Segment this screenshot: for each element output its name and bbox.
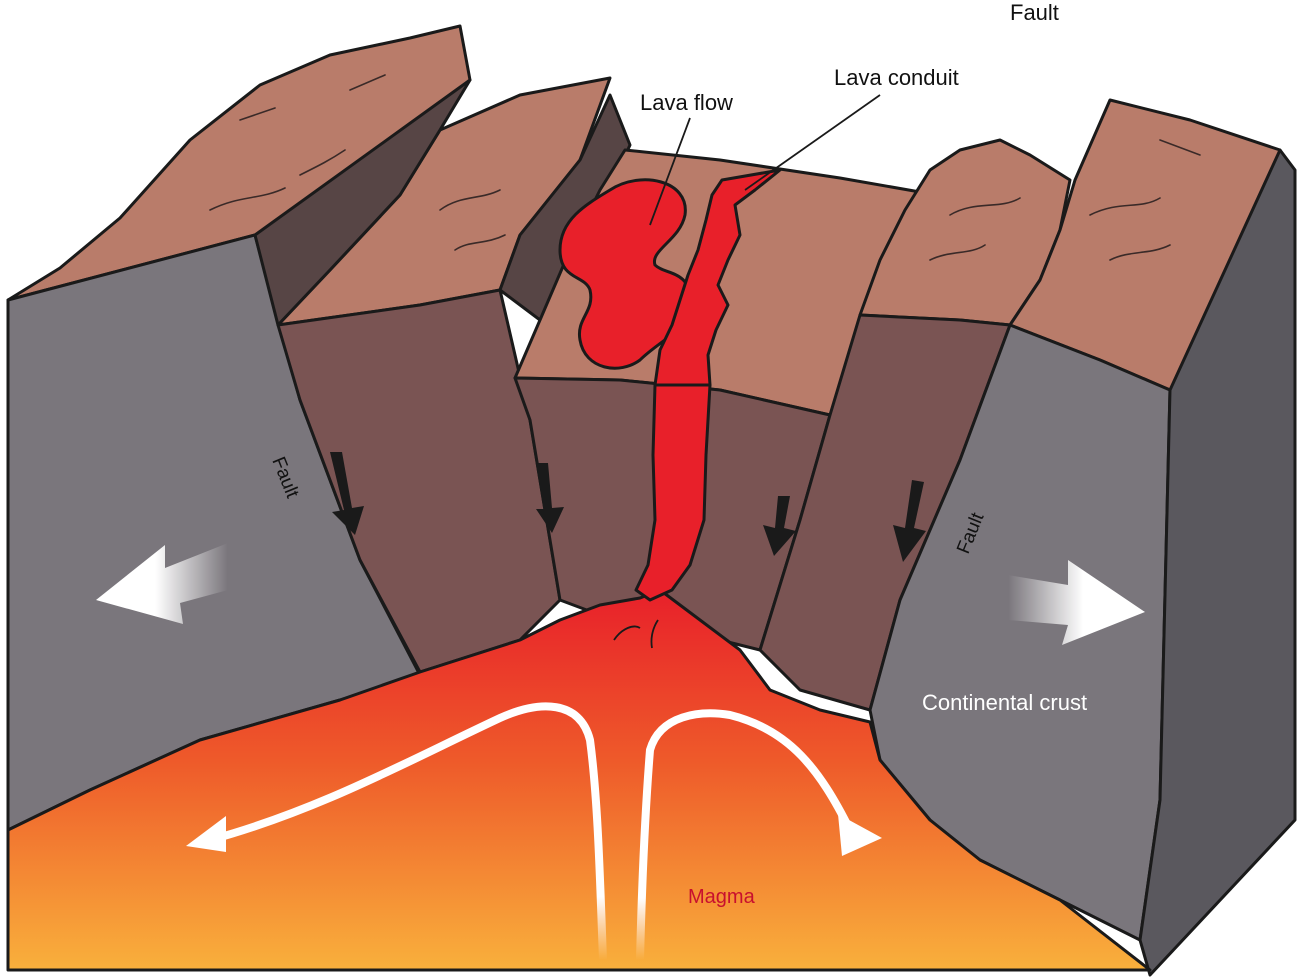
convection-arrow-icon [636,709,854,964]
label-magma: Magma [688,886,756,908]
label-continental-crust: Continental crust [922,690,1087,715]
small-arrows [613,619,659,649]
convection-arrow-icon [206,702,607,964]
label-lava-conduit: Lava conduit [834,65,959,90]
arrow-down-icon [330,452,364,535]
lava-flow [558,178,692,370]
convection-arrows [206,702,854,964]
leader-lines [649,94,881,226]
right-crust-sideface [1138,148,1297,977]
arrow-down-icon [763,496,796,556]
fault-slip-arrows [330,452,926,562]
label-lava-flow: Lava flow [640,90,733,115]
lava-conduit-channel [653,168,782,387]
lava-conduit [634,383,712,602]
arrow-left-icon [96,543,228,624]
left-block-face [276,288,562,674]
arrow-down-icon [893,480,926,562]
label-fault-top: Fault [1010,0,1059,25]
rock-texture [209,74,1201,261]
convection-arrowheads [186,814,882,856]
arrow-right-icon [1008,560,1145,645]
magma-body [6,588,1152,972]
arrow-down-icon [536,463,564,533]
